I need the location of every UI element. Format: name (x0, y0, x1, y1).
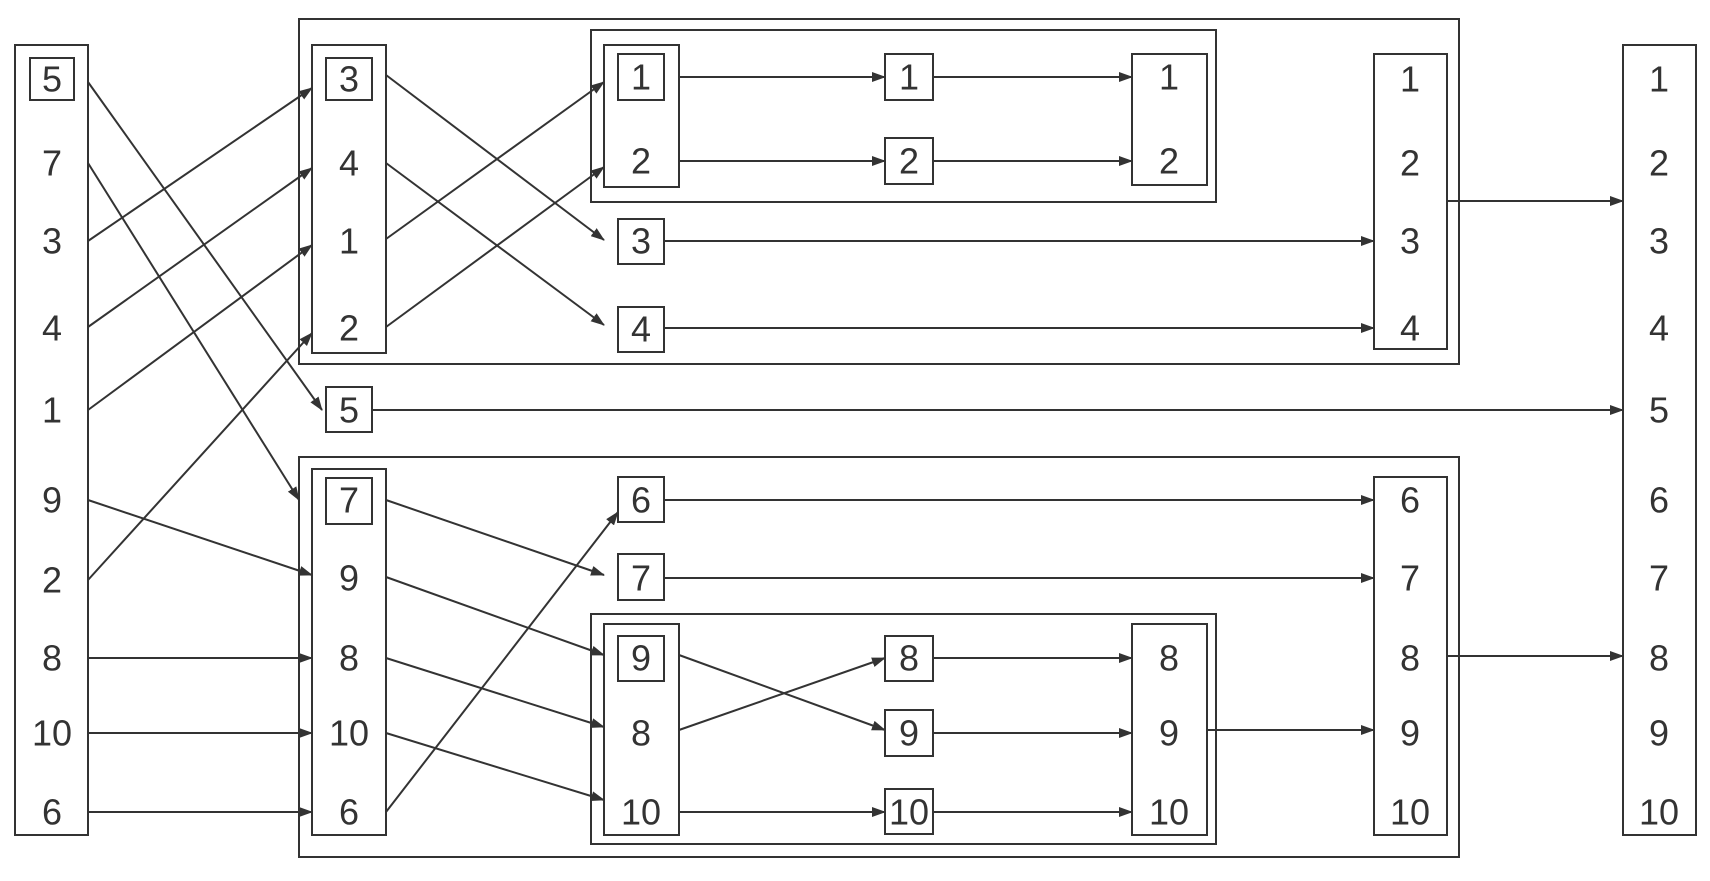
input-column-box (14, 44, 89, 836)
upper-partition-frame (298, 18, 1460, 365)
lower-sub-sorted-item: 8 (1159, 638, 1179, 679)
arrow-upper-2-to-sub (385, 166, 605, 328)
lower-partition-frame (298, 456, 1460, 858)
lower-partition-item: 8 (339, 638, 359, 679)
arrow-lower-6-out (385, 511, 619, 813)
arrow-input-1-to-upper (87, 244, 313, 411)
lower-partition-item: 7 (339, 480, 359, 521)
upper-partition-item: 4 (339, 143, 359, 184)
lower-sub-pivot-box (617, 635, 665, 682)
upper-partition-pivot-box (325, 57, 373, 101)
arrow-upper-3-out (385, 74, 605, 241)
lower-single-item: 8 (899, 638, 919, 679)
lower-single-item: 10 (889, 792, 929, 833)
arrow-sub-8-to-single (678, 657, 886, 731)
lower-single-item: 9 (899, 713, 919, 754)
upper-element-item: 4 (631, 309, 651, 350)
upper-element-item: 3 (631, 221, 651, 262)
middle-pivot-value: 5 (339, 390, 359, 431)
arrow-lower-10-to-sub (385, 732, 605, 801)
final-sorted-item: 10 (1639, 792, 1679, 833)
final-sorted-item: 1 (1649, 59, 1669, 100)
lower-sub-sorted-item: 9 (1159, 713, 1179, 754)
upper-partition-item: 3 (339, 59, 359, 100)
final-sorted-item: 3 (1649, 221, 1669, 262)
lower-sorted-item: 8 (1400, 638, 1420, 679)
final-sorted-item: 2 (1649, 143, 1669, 184)
lower-sub-item: 10 (621, 792, 661, 833)
arrow-sub-9-to-single (678, 654, 886, 731)
input-item: 9 (42, 480, 62, 521)
input-item: 4 (42, 308, 62, 349)
final-sorted-item: 8 (1649, 638, 1669, 679)
upper-sorted-item: 2 (1400, 143, 1420, 184)
input-item: 7 (42, 143, 62, 184)
lower-element-item: 7 (631, 558, 651, 599)
arrow-lower-8-to-sub (385, 657, 605, 728)
arrow-input-5-to-pivot (87, 81, 323, 411)
final-sorted-column (1622, 44, 1697, 836)
arrow-input-9-to-lower (87, 499, 313, 576)
input-item: 1 (42, 390, 62, 431)
upper-sub-frame (590, 29, 1217, 203)
arrow-upper-1-to-sub (385, 81, 605, 240)
input-item: 2 (42, 560, 62, 601)
input-item: 6 (42, 792, 62, 833)
lower-sorted-item: 10 (1390, 792, 1430, 833)
input-item: 5 (42, 59, 62, 100)
upper-partition-item: 1 (339, 221, 359, 262)
final-sorted-item: 7 (1649, 558, 1669, 599)
upper-sub-sorted-item: 1 (1159, 57, 1179, 98)
lower-sorted-item: 7 (1400, 558, 1420, 599)
arrow-input-4-to-upper (87, 167, 313, 328)
diagram-labels: 5 7 3 4 1 9 2 8 10 6 3 4 1 2 1 2 1 2 1 2… (32, 57, 1679, 833)
input-item: 8 (42, 638, 62, 679)
final-sorted-item: 6 (1649, 480, 1669, 521)
upper-single-item: 2 (899, 141, 919, 182)
upper-sorted-item: 4 (1400, 308, 1420, 349)
arrow-input-2-to-upper (87, 332, 313, 581)
upper-partition-column (311, 44, 387, 354)
upper-sorted-item: 3 (1400, 221, 1420, 262)
lower-sub-item: 9 (631, 638, 651, 679)
input-pivot-box (29, 57, 75, 101)
lower-element-item: 6 (631, 480, 651, 521)
lower-partition-pivot-box (325, 477, 373, 525)
input-item: 3 (42, 221, 62, 262)
upper-single-item: 1 (899, 57, 919, 98)
upper-sub-pivot-box (617, 53, 665, 101)
arrow-lower-9-to-sub (385, 576, 605, 656)
upper-partition-item: 2 (339, 308, 359, 349)
lower-sorted-item: 9 (1400, 713, 1420, 754)
upper-sub-sorted-item: 2 (1159, 141, 1179, 182)
upper-sub-column (603, 44, 680, 188)
upper-sub-item: 1 (631, 57, 651, 98)
lower-sorted-item: 6 (1400, 480, 1420, 521)
arrow-lower-7-out (385, 499, 605, 576)
lower-sub-sorted-item: 10 (1149, 792, 1189, 833)
final-sorted-item: 4 (1649, 308, 1669, 349)
lower-partition-column (311, 468, 387, 836)
final-sorted-item: 5 (1649, 390, 1669, 431)
final-sorted-item: 9 (1649, 713, 1669, 754)
lower-sub-item: 8 (631, 713, 651, 754)
upper-sub-sorted-box (1131, 53, 1208, 186)
lower-partition-item: 10 (329, 713, 369, 754)
upper-sub-item: 2 (631, 141, 651, 182)
input-item: 10 (32, 713, 72, 754)
upper-element-box-4 (617, 306, 665, 353)
arrow-input-3-to-upper (87, 87, 313, 242)
lower-partition-item: 9 (339, 558, 359, 599)
upper-sorted-item: 1 (1400, 59, 1420, 100)
arrow-upper-4-out (385, 162, 605, 326)
lower-partition-item: 6 (339, 792, 359, 833)
